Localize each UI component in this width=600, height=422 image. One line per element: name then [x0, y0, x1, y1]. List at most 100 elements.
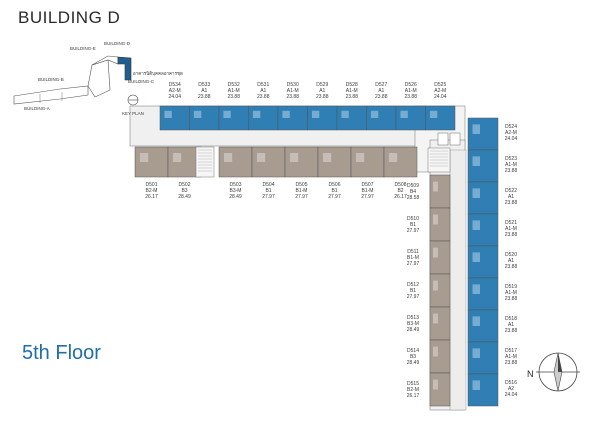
label-d529-area: 23.88: [315, 94, 329, 100]
label-d534-id: D534: [168, 82, 181, 88]
unit-d510-bath: [433, 214, 438, 225]
label-d523-type: A1-M: [505, 162, 517, 168]
label-d528-type: A1-M: [345, 88, 358, 94]
label-d519-id: D519: [505, 284, 517, 290]
label-d509-area: 28.58: [406, 195, 420, 201]
key-plan-building-d: BUILDING-D: [104, 41, 131, 46]
unit-d508-bath: [388, 153, 398, 162]
unit-d528: [336, 105, 367, 131]
unit-d507-bath: [355, 153, 365, 162]
label-d507-type: B1-M: [361, 188, 374, 194]
label-d510-area: 27.97: [406, 228, 420, 234]
building-core: [195, 132, 461, 178]
label-d505-area: 27.97: [295, 194, 308, 200]
label-d530-area: 23.88: [286, 94, 299, 100]
label-d503-id: D503: [229, 182, 242, 188]
unit-d511-bath: [433, 247, 438, 258]
north-compass: [536, 352, 580, 392]
label-d529-type: A1: [319, 88, 326, 94]
unit-d501: [134, 146, 169, 178]
top-unit-row: [159, 105, 456, 131]
unit-d530: [277, 105, 308, 131]
label-d507-area: 27.97: [361, 194, 374, 200]
label-d518-type: A1: [507, 322, 515, 328]
label-d526-area: 23.88: [404, 94, 417, 100]
label-d514-type: B3: [409, 354, 417, 360]
unit-d514-bath: [433, 346, 438, 357]
label-d512-area: 27.97: [406, 294, 420, 300]
unit-d525: [425, 105, 456, 131]
unit-d522-bath: [472, 188, 480, 198]
label-d502-type: B3: [181, 188, 188, 194]
label-d520-area: 23.88: [504, 264, 518, 270]
label-d504-id: D504: [262, 182, 275, 188]
unit-d523-bath: [472, 156, 480, 166]
label-d525-id: D525: [434, 82, 447, 88]
label-d512-id: D512: [407, 282, 419, 288]
unit-d528-bath: [341, 110, 349, 118]
unit-d518: [467, 309, 499, 343]
unit-d532-bath: [223, 110, 231, 118]
label-d531-id: D531: [257, 82, 270, 88]
unit-d503-bath: [223, 153, 233, 162]
unit-d519-bath: [472, 284, 480, 294]
key-plan-map: [13, 55, 139, 106]
unit-d517: [467, 341, 499, 375]
label-d520-type: A1: [507, 258, 515, 264]
unit-d521: [467, 213, 499, 247]
key-plan-building-a: BUILDING-A: [24, 106, 50, 111]
unit-d532: [218, 105, 249, 131]
unit-d527: [366, 105, 397, 131]
label-d506-area: 27.97: [328, 194, 341, 200]
unit-d529: [307, 105, 338, 131]
unit-d506: [317, 146, 352, 178]
label-d515-area: 26.17: [406, 393, 420, 399]
unit-d531-bath: [252, 110, 261, 118]
unit-d504: [251, 146, 286, 178]
unit-d522: [467, 181, 499, 215]
label-d507-id: D507: [361, 182, 374, 188]
label-d530-id: D530: [286, 82, 299, 88]
unit-d520: [467, 245, 499, 279]
label-d519-type: A1-M: [505, 290, 517, 296]
label-d508-type: B2: [397, 188, 404, 194]
unit-d530-bath: [282, 110, 290, 118]
label-d519-area: 23.88: [504, 296, 518, 302]
label-d506-type: B1: [331, 188, 338, 194]
unit-d526-bath: [400, 110, 408, 118]
label-d503-type: B3-M: [229, 188, 242, 194]
unit-d534: [159, 105, 190, 131]
label-d514-id: D514: [407, 348, 419, 354]
label-d518-area: 23.88: [504, 328, 518, 334]
label-d532-id: D532: [227, 82, 240, 88]
label-d534-area: 24.04: [168, 94, 181, 100]
compass-north-label: N: [527, 369, 534, 379]
label-d532-type: A1-M: [227, 88, 240, 94]
label-d527-area: 23.88: [374, 94, 388, 100]
label-d505-type: B1-M: [295, 188, 308, 194]
label-d515-type: B2-M: [407, 387, 419, 393]
label-d522-id: D522: [505, 188, 517, 194]
label-d505-id: D505: [295, 182, 308, 188]
unit-d507: [350, 146, 385, 178]
unit-d505: [284, 146, 319, 178]
label-d513-area: 28.49: [406, 327, 420, 333]
label-d533-id: D533: [198, 82, 211, 88]
label-d502-id: D502: [178, 182, 191, 188]
